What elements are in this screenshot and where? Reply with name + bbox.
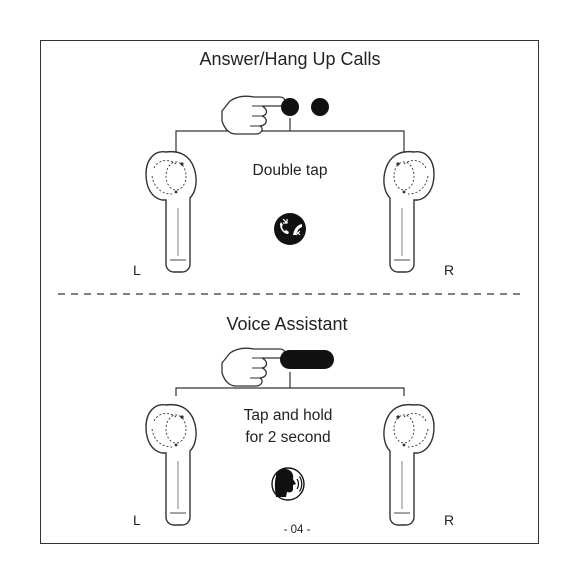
right-earbud-2 — [384, 405, 434, 525]
gesture-label: Double tap — [252, 162, 328, 179]
phone-answer-hangup-icon — [274, 213, 306, 245]
connector-line-2 — [175, 387, 405, 396]
page-number: - 04 - — [283, 524, 311, 536]
voice-assistant-icon — [271, 467, 305, 501]
left-earbud-2 — [145, 403, 197, 526]
right-label: R — [444, 262, 455, 278]
long-press-bar — [280, 350, 334, 369]
hand-icon-1 — [221, 95, 286, 135]
section-title: Answer/Hang Up Calls — [199, 49, 381, 69]
tap-dot-1 — [281, 98, 299, 116]
left-earbud-1 — [145, 150, 197, 273]
gesture-label-line1: Tap and hold — [243, 407, 333, 424]
right-label: R — [444, 512, 455, 528]
section-1-diagram — [145, 95, 434, 273]
hand-icon-2 — [221, 347, 286, 387]
section-title: Voice Assistant — [226, 314, 348, 334]
left-label: L — [133, 262, 141, 278]
section-2-diagram — [145, 347, 434, 526]
left-label: L — [133, 512, 141, 528]
page-frame — [40, 40, 539, 544]
connector-line-1 — [175, 130, 405, 160]
gesture-label-line2: for 2 second — [245, 429, 331, 446]
right-earbud-1 — [384, 152, 434, 272]
tap-dot-2 — [311, 98, 329, 116]
